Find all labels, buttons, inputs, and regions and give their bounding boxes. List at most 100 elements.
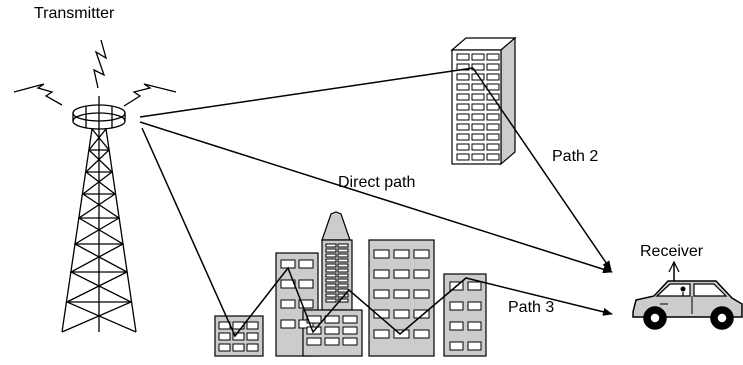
window: [471, 103, 485, 111]
window: [413, 249, 430, 259]
window: [467, 341, 482, 351]
window: [298, 259, 314, 269]
direct-path-label: Direct path: [338, 174, 416, 191]
window: [471, 83, 485, 91]
window: [373, 329, 390, 339]
window: [456, 113, 470, 121]
car-icon: [632, 260, 743, 330]
window: [324, 326, 340, 335]
window: [306, 337, 322, 346]
window: [471, 63, 485, 71]
window: [246, 332, 259, 341]
window: [232, 332, 245, 341]
window: [337, 248, 349, 253]
window: [471, 143, 485, 151]
window: [486, 103, 500, 111]
window: [393, 249, 410, 259]
transmitter-label: Transmitter: [34, 5, 115, 22]
window: [373, 269, 390, 279]
city-buildings-icon: [214, 211, 487, 357]
window: [471, 113, 485, 121]
window: [298, 279, 314, 289]
window: [456, 143, 470, 151]
window: [337, 243, 349, 248]
window: [337, 298, 349, 303]
window: [449, 321, 464, 331]
window: [218, 321, 231, 330]
window: [325, 248, 337, 253]
signal-bolt-top: [93, 39, 108, 89]
window: [325, 278, 337, 283]
window: [486, 63, 500, 71]
window: [324, 315, 340, 324]
window: [393, 269, 410, 279]
window: [456, 73, 470, 81]
window: [449, 341, 464, 351]
window: [325, 253, 337, 258]
window: [449, 301, 464, 311]
window: [373, 249, 390, 259]
window: [456, 93, 470, 101]
receiver-label: Receiver: [640, 243, 704, 260]
window: [232, 343, 245, 352]
window: [337, 278, 349, 283]
direct-path-line: [139, 121, 613, 274]
window: [486, 143, 500, 151]
window: [467, 301, 482, 311]
office-building-icon: [450, 36, 517, 166]
window: [393, 309, 410, 319]
window: [218, 332, 231, 341]
window: [325, 283, 337, 288]
window: [393, 289, 410, 299]
window: [471, 93, 485, 101]
window: [324, 337, 340, 346]
window: [413, 329, 430, 339]
window: [280, 319, 296, 329]
signal-bolt-right: [123, 83, 177, 107]
path3-label: Path 3: [508, 299, 555, 316]
window: [486, 113, 500, 121]
window: [337, 258, 349, 263]
window: [393, 329, 410, 339]
window: [486, 73, 500, 81]
path3-line: [141, 127, 613, 338]
window: [342, 326, 358, 335]
window: [325, 243, 337, 248]
path2-label: Path 2: [552, 148, 599, 165]
window: [298, 299, 314, 309]
window: [486, 123, 500, 131]
window: [325, 258, 337, 263]
window: [306, 315, 322, 324]
window: [337, 273, 349, 278]
window: [456, 83, 470, 91]
window: [456, 53, 470, 61]
signal-bolt-left: [13, 83, 63, 106]
window: [373, 289, 390, 299]
window: [413, 269, 430, 279]
window: [486, 83, 500, 91]
window: [486, 153, 500, 161]
window: [325, 268, 337, 273]
window: [325, 293, 337, 298]
window: [342, 315, 358, 324]
path2-incident: [139, 67, 474, 118]
window: [337, 283, 349, 288]
window: [325, 288, 337, 293]
window: [342, 337, 358, 346]
window: [337, 268, 349, 273]
window: [218, 343, 231, 352]
window: [337, 288, 349, 293]
window: [467, 281, 482, 291]
window: [413, 309, 430, 319]
window: [325, 273, 337, 278]
window: [298, 319, 314, 329]
window: [280, 299, 296, 309]
window: [456, 133, 470, 141]
window: [337, 253, 349, 258]
window: [486, 133, 500, 141]
window: [246, 321, 259, 330]
path2-reflected: [472, 67, 612, 271]
window: [456, 123, 470, 131]
